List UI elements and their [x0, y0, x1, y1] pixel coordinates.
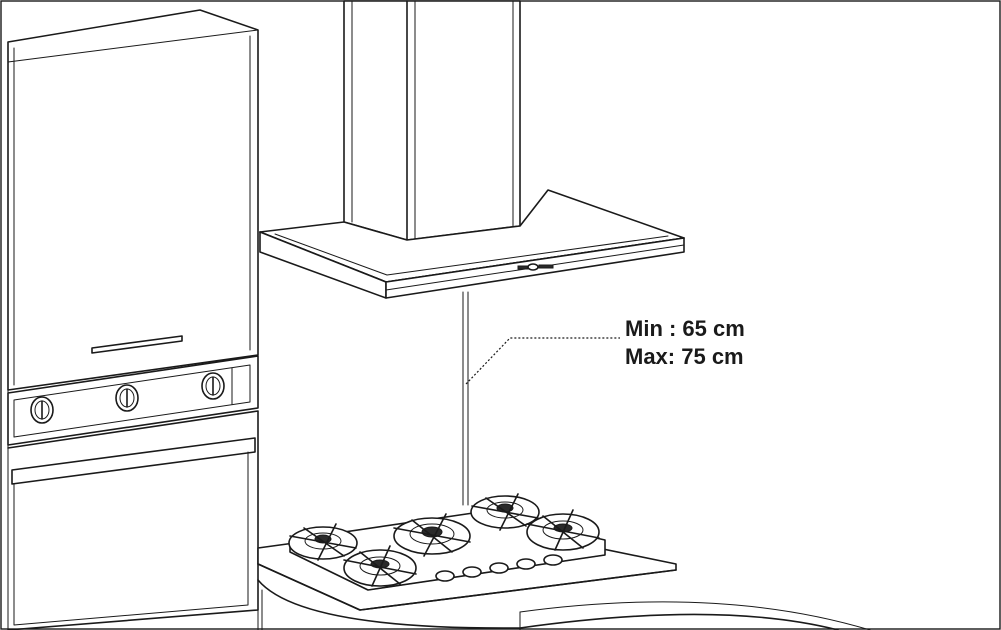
- oven-knob-middle: [115, 384, 139, 412]
- oven-control-panel: [7, 355, 259, 446]
- hood-brand-logo: [517, 263, 554, 271]
- tall-cabinet: [7, 9, 259, 630]
- min-height-label: Min : 65 cm: [625, 316, 745, 341]
- cooker-hood: [259, 189, 685, 299]
- hob-knobs: [435, 554, 563, 582]
- burner-front-right: [526, 509, 600, 551]
- burner-center: [393, 513, 471, 557]
- burner-front-left: [343, 545, 417, 587]
- burner-back-left: [288, 523, 358, 561]
- chimney: [343, 0, 521, 241]
- max-height-label: Max: 75 cm: [625, 344, 744, 369]
- oven-knob-right: [201, 372, 225, 400]
- oven-knob-left: [30, 396, 54, 424]
- gas-hob: [288, 493, 606, 591]
- height-dimension: [462, 291, 620, 506]
- oven: [7, 410, 259, 630]
- burner-back-right: [470, 493, 540, 531]
- cabinet-handle: [91, 335, 183, 354]
